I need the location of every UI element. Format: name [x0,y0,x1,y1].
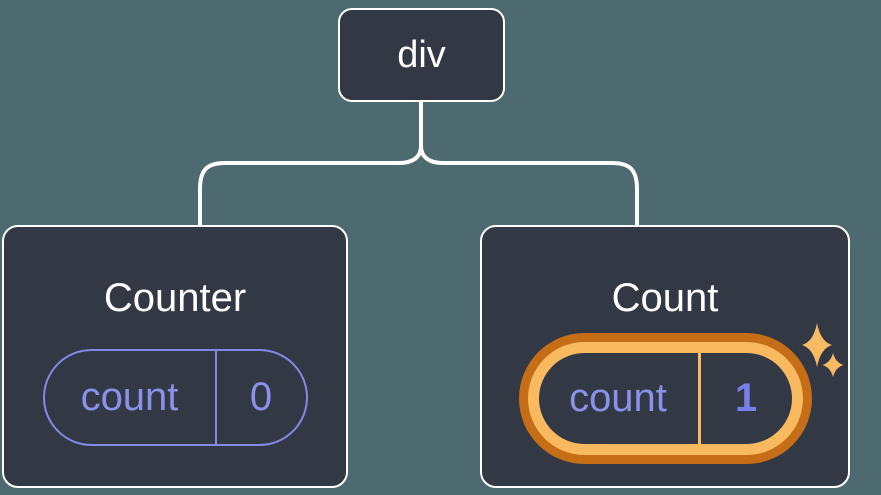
root-node-div: div [338,8,505,102]
state-pill: count 1 [538,353,792,444]
state-pill-highlight-ring: count 1 [518,333,812,464]
connector-left-branch [198,99,423,231]
state-key: count [539,353,701,444]
connector-right-branch [419,144,639,231]
component-card-count: Count count 1 [480,225,850,488]
state-pill-highlight-ring-inner: count 1 [527,342,803,455]
state-value: 1 [734,376,758,420]
root-node-label: div [397,33,446,76]
state-key: count [45,351,217,444]
component-title: Counter [103,276,247,320]
component-title: Count [611,276,719,320]
component-card-counter: Counter count 0 [2,225,348,488]
state-pill: count 0 [42,349,308,446]
state-value: 0 [249,375,273,419]
